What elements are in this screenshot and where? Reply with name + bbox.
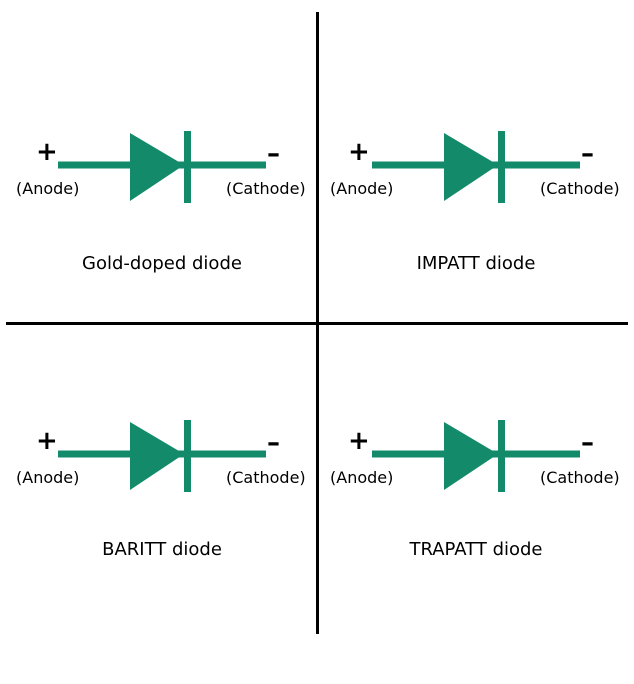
diode-caption: TRAPATT diode (409, 539, 543, 560)
diode-triangle (130, 422, 184, 490)
cathode-label: (Cathode) (226, 468, 306, 487)
anode-label: (Anode) (330, 468, 394, 487)
cathode-label: (Cathode) (226, 179, 306, 198)
minus-sign: – (267, 139, 280, 169)
minus-sign: – (581, 428, 594, 458)
diode-symbol (58, 420, 266, 492)
diode-caption: IMPATT diode (416, 253, 536, 274)
diode-symbol (372, 420, 580, 492)
diode-triangle (444, 422, 498, 490)
panel-baritt-diode: + – (Anode) (Cathode) BARITT diode (12, 384, 312, 684)
minus-sign: – (581, 139, 594, 169)
cathode-bar (184, 420, 191, 492)
plus-sign: + (348, 426, 370, 456)
diode-triangle (130, 133, 184, 201)
cathode-label: (Cathode) (540, 468, 620, 487)
anode-label: (Anode) (330, 179, 394, 198)
diode-caption: Gold-doped diode (82, 253, 242, 274)
cathode-label: (Cathode) (540, 179, 620, 198)
plus-sign: + (348, 137, 370, 167)
cathode-bar (498, 131, 505, 203)
anode-label: (Anode) (16, 179, 80, 198)
anode-label: (Anode) (16, 468, 80, 487)
cathode-bar (498, 420, 505, 492)
cathode-bar (184, 131, 191, 203)
panel-trapatt-diode: + – (Anode) (Cathode) TRAPATT diode (326, 384, 626, 684)
panel-gold-doped-diode: + – (Anode) (Cathode) Gold-doped diode (12, 95, 312, 395)
diode-triangle (444, 133, 498, 201)
minus-sign: – (267, 428, 280, 458)
diode-symbol (58, 131, 266, 203)
horizontal-divider (6, 322, 628, 325)
diode-symbol (372, 131, 580, 203)
plus-sign: + (36, 137, 58, 167)
diode-caption: BARITT diode (102, 539, 222, 560)
panel-impatt-diode: + – (Anode) (Cathode) IMPATT diode (326, 95, 626, 395)
plus-sign: + (36, 426, 58, 456)
